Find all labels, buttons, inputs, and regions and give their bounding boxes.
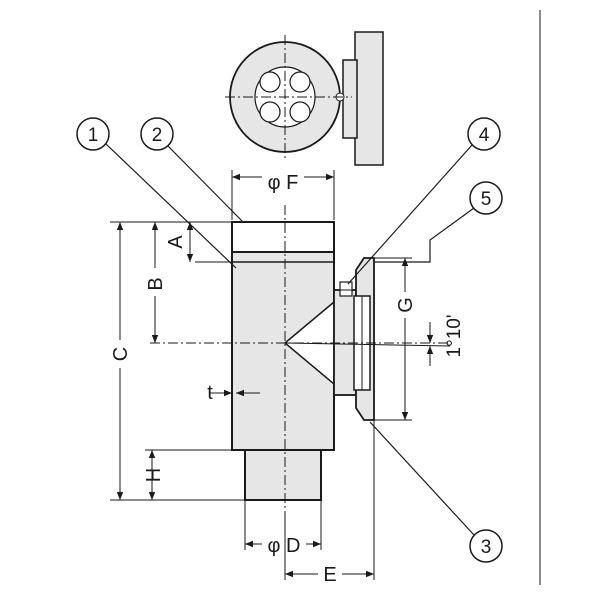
balloon-2: 2	[140, 117, 244, 223]
balloon-circle	[469, 181, 503, 215]
top-view	[225, 31, 384, 166]
top-flange	[354, 31, 384, 166]
angle-line	[284, 342, 451, 347]
balloon-circle	[76, 117, 110, 151]
leader-line	[347, 144, 473, 285]
dimension-label: G	[395, 297, 417, 313]
balloon-label: 2	[152, 125, 163, 146]
dimension-label: C	[110, 347, 132, 361]
balloon-3: 3	[369, 421, 503, 563]
dimension-label: φ D	[268, 535, 301, 557]
balloon-circle	[140, 117, 174, 151]
balloon-circle	[467, 117, 501, 151]
dimension-B: B	[145, 221, 195, 343]
leader-line	[105, 143, 237, 269]
dimension-t: t	[207, 382, 260, 404]
front-view	[150, 205, 451, 520]
balloon-label: 3	[481, 537, 492, 558]
dimension-label: 1°10'	[444, 315, 465, 358]
dimension-F: φ F	[231, 170, 335, 220]
dimension-G: G	[374, 257, 417, 421]
outlet-pipe	[244, 449, 322, 501]
leader-line	[167, 145, 244, 223]
balloon-1: 1	[76, 117, 237, 269]
dimension-D: φ D	[244, 500, 322, 557]
leader-line	[369, 421, 475, 536]
top-flange-neck	[342, 59, 358, 139]
balloon-4: 4	[347, 117, 501, 285]
dimension-E: E	[284, 420, 375, 586]
balloon-5: 5	[374, 181, 503, 263]
balloon-label: 5	[481, 189, 492, 210]
dimension-label: φ F	[268, 172, 299, 194]
dimension-angle: 1°10'	[426, 315, 465, 366]
dimension-label: H	[143, 468, 165, 482]
leader-line	[374, 207, 475, 263]
top-rim	[231, 221, 335, 253]
balloon-circle	[469, 529, 503, 563]
top-hole	[289, 101, 311, 123]
dimension-label: E	[323, 564, 336, 586]
dimension-label: A	[165, 235, 187, 249]
dimension-H: H	[143, 449, 245, 500]
dimension-A: A	[165, 221, 232, 263]
dimension-label: B	[145, 277, 167, 290]
dimension-label: t	[207, 382, 213, 404]
top-hole	[259, 71, 281, 93]
balloon-label: 1	[88, 125, 99, 146]
set-screw	[339, 281, 353, 297]
top-hole	[259, 101, 281, 123]
balloon-label: 4	[479, 125, 490, 146]
dimension-C: C	[110, 221, 245, 501]
top-hole	[289, 71, 311, 93]
